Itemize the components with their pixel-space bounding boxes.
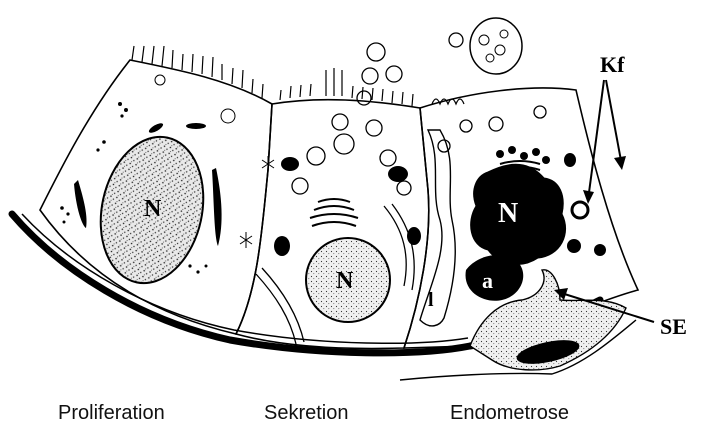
extracellular-particle-granules	[479, 30, 508, 62]
kf-vacuole	[572, 202, 588, 218]
label-nucleus-endometrose: N	[498, 198, 518, 229]
arrowhead-kf-2	[614, 156, 626, 170]
vesicle-proliferation-2	[221, 109, 235, 123]
secretory-vesicles	[292, 114, 411, 195]
label-l: l	[428, 289, 434, 311]
junction-star	[240, 156, 274, 248]
organelle-a	[466, 255, 524, 301]
caption-endometrose: Endometrose	[450, 402, 569, 425]
pointer-lines	[558, 80, 654, 322]
caption-proliferation: Proliferation	[58, 402, 165, 425]
label-a: a	[482, 268, 493, 293]
label-se: SE	[660, 314, 687, 339]
label-nucleus-sekretion: N	[336, 268, 354, 294]
label-kf: Kf	[600, 52, 625, 77]
golgi-sekretion	[310, 199, 358, 226]
vesicle-proliferation	[155, 75, 165, 85]
caption-sekretion: Sekretion	[264, 402, 349, 425]
label-nucleus-proliferation: N	[144, 196, 162, 222]
extracellular-particle	[470, 18, 522, 74]
vesicles-endometrose	[438, 106, 546, 152]
